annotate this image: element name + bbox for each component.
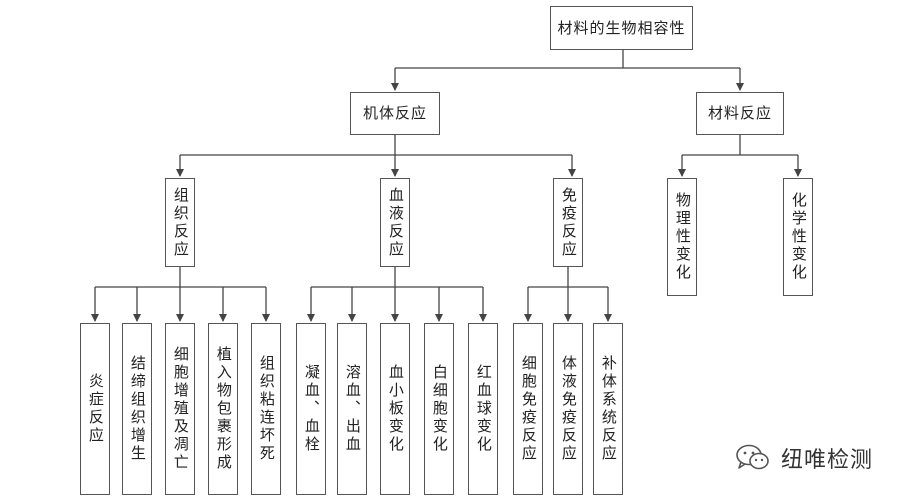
leaf-leukocyte: 白细胞变化 — [424, 323, 454, 495]
leaf-tissue-adhesion: 组织粘连坏死 — [251, 323, 281, 495]
leaf-humoral-immunity: 体液免疫反应 — [553, 323, 583, 495]
leaf-cellular-immunity: 细胞免疫反应 — [513, 323, 543, 495]
node-material-response: 材料反应 — [696, 92, 784, 135]
leaf-coagulation: 凝血、血栓 — [296, 323, 326, 495]
watermark-text: 纽唯检测 — [781, 448, 874, 473]
node-host-response: 机体反应 — [350, 92, 440, 135]
leaf-platelet: 血小板变化 — [380, 323, 410, 495]
node-immune-response: 免疫反应 — [553, 178, 583, 267]
node-chemical-change: 化学性变化 — [783, 178, 813, 296]
leaf-implant-encapsulation: 植入物包裹形成 — [208, 323, 238, 495]
leaf-inflammation: 炎症反应 — [80, 323, 110, 495]
leaf-complement-system: 补体系统反应 — [593, 323, 623, 495]
node-physical-change: 物理性变化 — [667, 178, 697, 296]
node-blood-response: 血液反应 — [380, 178, 410, 267]
node-root: 材料的生物相容性 — [550, 6, 693, 50]
leaf-cell-proliferation: 细胞增殖及凋亡 — [165, 323, 195, 495]
wechat-icon — [736, 444, 769, 470]
leaf-erythrocyte: 红血球变化 — [468, 323, 498, 495]
node-tissue-response: 组织反应 — [165, 178, 195, 267]
watermark: 纽唯检测 — [735, 438, 873, 478]
leaf-connective-tissue: 结缔组织增生 — [122, 323, 152, 495]
leaf-hemolysis: 溶血、出血 — [337, 323, 367, 495]
